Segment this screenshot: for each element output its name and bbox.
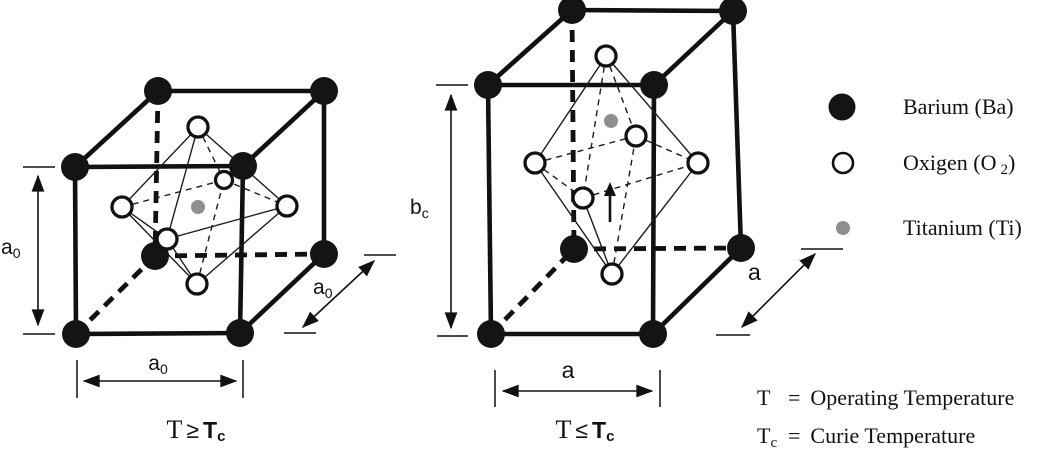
footnote-symbol-base: T <box>757 423 771 448</box>
oxygen-atom <box>594 44 618 68</box>
titanium-atom <box>191 200 205 214</box>
cube-visible-edges <box>72 88 327 337</box>
cubic-unit-cell <box>23 77 396 398</box>
barium-atom <box>229 152 257 180</box>
barium-atom <box>719 0 747 25</box>
footnote-symbol-sub: c <box>770 435 778 450</box>
depth-dimension-arrow <box>301 260 376 328</box>
footnote-operating-temperature: T = Operating Temperature <box>757 385 1014 411</box>
dim-sub: 0 <box>12 245 21 261</box>
octahedron-visible-edges <box>534 55 699 275</box>
legend-label-barium: Barium (Ba) <box>903 94 1014 119</box>
footnote-symbol: Tc <box>757 423 788 450</box>
condition-label-right: T≤Tc <box>515 415 655 445</box>
lte-operator: ≤ <box>575 417 589 443</box>
barium-atom <box>310 77 338 105</box>
dim-base: a <box>748 259 761 285</box>
oxygen-atom <box>110 195 134 219</box>
oxygen-atom <box>185 272 209 296</box>
barium-atoms <box>474 0 755 348</box>
oxygen-atom <box>186 115 210 139</box>
dim-base: a <box>561 357 575 383</box>
dim-sub: 0 <box>159 361 168 377</box>
oxygen-atom <box>600 262 624 286</box>
oxygen-atom <box>275 194 299 218</box>
cube-visible-edges <box>485 7 744 337</box>
oxygen-atoms <box>110 115 299 296</box>
dimension-annotations-left-cell <box>23 166 396 398</box>
footnote-symbol: T <box>757 385 788 411</box>
footnote-symbol-base: T <box>757 385 771 410</box>
barium-atom <box>226 319 254 347</box>
barium-atom <box>558 0 586 24</box>
dim-label-a0-width: a0 <box>138 352 178 377</box>
octahedron-hidden-edges <box>534 55 699 275</box>
dim-base: a <box>148 352 160 375</box>
oxygen-atoms <box>523 44 710 286</box>
barium-atom <box>310 240 338 268</box>
barium-atom <box>144 77 172 105</box>
equals-sign: = <box>788 423 801 448</box>
dim-label-a-depth: a <box>748 259 761 286</box>
dim-label-a0-depth: a0 <box>313 276 333 301</box>
condition-tc-sub: c <box>606 428 615 445</box>
barium-atom <box>640 71 668 99</box>
footnote-curie-temperature: Tc = Curie Temperature <box>757 423 976 450</box>
polarization-arrow <box>604 182 616 222</box>
condition-tc: T <box>592 417 607 443</box>
legend-oxygen-post: ) <box>1007 150 1016 175</box>
dim-sub: 0 <box>324 285 333 301</box>
oxygen-atom <box>523 151 547 175</box>
legend-label-titanium: Titanium (Ti) <box>903 215 1022 240</box>
dim-label-bc-height: bc <box>410 196 429 221</box>
legend-symbols <box>828 93 856 235</box>
oxygen-atom <box>155 227 179 251</box>
legend-oxygen-pre: Oxigen (O <box>903 150 997 175</box>
tetragonal-unit-cell <box>436 0 843 407</box>
titanium-legend-icon <box>836 221 850 235</box>
barium-atom <box>639 320 667 348</box>
titanium-atom <box>604 114 618 128</box>
gte-operator: ≥ <box>186 417 200 443</box>
dimension-ticks <box>23 166 396 398</box>
barium-atom <box>61 153 89 181</box>
barium-atom <box>474 71 502 99</box>
oxygen-atom <box>624 124 648 148</box>
condition-t: T <box>166 415 183 444</box>
dimension-ticks <box>436 84 843 407</box>
condition-tc: T <box>203 417 218 443</box>
equals-sign: = <box>788 385 801 410</box>
dim-base: a <box>1 236 13 259</box>
barium-atom <box>560 235 588 263</box>
dim-label-a0-height: a0 <box>1 236 21 261</box>
footnote-text: Curie Temperature <box>810 423 976 448</box>
footnote-text: Operating Temperature <box>810 385 1015 410</box>
dim-label-a-width: a <box>548 357 588 384</box>
condition-tc-sub: c <box>217 428 226 445</box>
depth-dimension-arrow <box>740 252 817 329</box>
barium-atom <box>727 234 755 262</box>
oxygen-atom <box>686 151 710 175</box>
oxygen-atom <box>571 186 595 210</box>
condition-label-left: T≥Tc <box>126 415 266 445</box>
dim-sub: c <box>421 205 429 221</box>
oxygen-atom <box>213 169 235 191</box>
barium-atom <box>62 320 90 348</box>
oxygen-legend-icon <box>831 151 855 175</box>
dim-base: a <box>313 276 325 299</box>
condition-t: T <box>555 415 572 444</box>
dimension-annotations-right-cell <box>436 84 843 407</box>
barium-legend-icon <box>828 93 856 121</box>
legend-oxygen-sub: 2 <box>1000 162 1008 178</box>
dim-base: b <box>410 196 422 219</box>
barium-atom <box>477 320 505 348</box>
